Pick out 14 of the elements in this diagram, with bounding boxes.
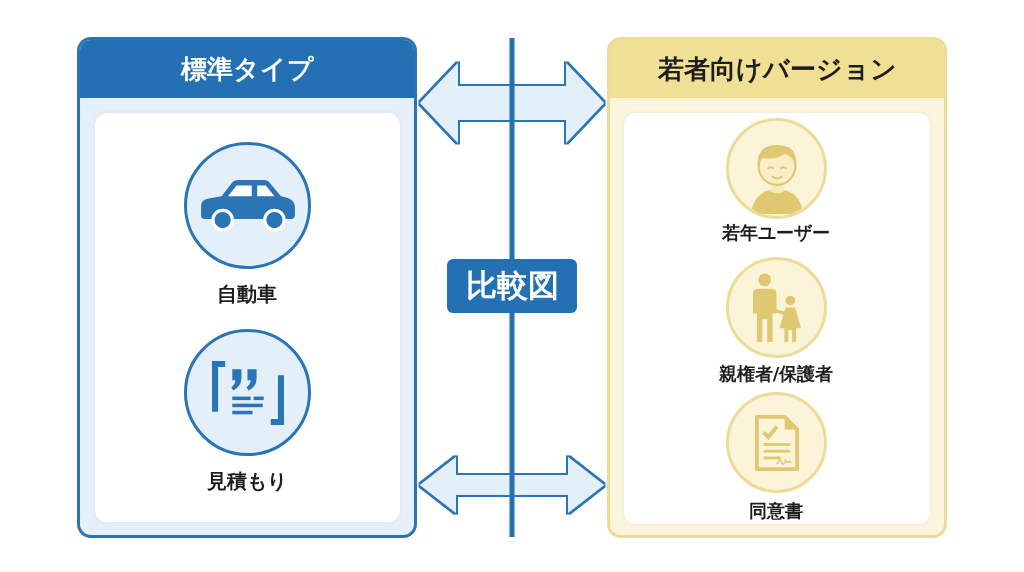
double-arrow <box>420 457 604 513</box>
icon-caption: 若年ユーザー <box>721 222 831 244</box>
icon-caption: 見積もり <box>206 469 288 493</box>
comparison-label: 比較図 <box>447 259 577 313</box>
panel-heading: 若者向けバージョン <box>610 40 944 98</box>
icon-caption: 同意書 <box>748 500 804 522</box>
icon-caption: 自動車 <box>216 282 278 306</box>
double-arrow <box>420 63 604 143</box>
panel-heading: 標準タイプ <box>80 40 414 98</box>
comparison-panel <box>607 37 947 538</box>
content-card <box>624 113 930 524</box>
comparison-panel <box>77 37 417 538</box>
content-card <box>95 113 400 522</box>
icon-caption: 親権者/保護者 <box>717 363 835 385</box>
